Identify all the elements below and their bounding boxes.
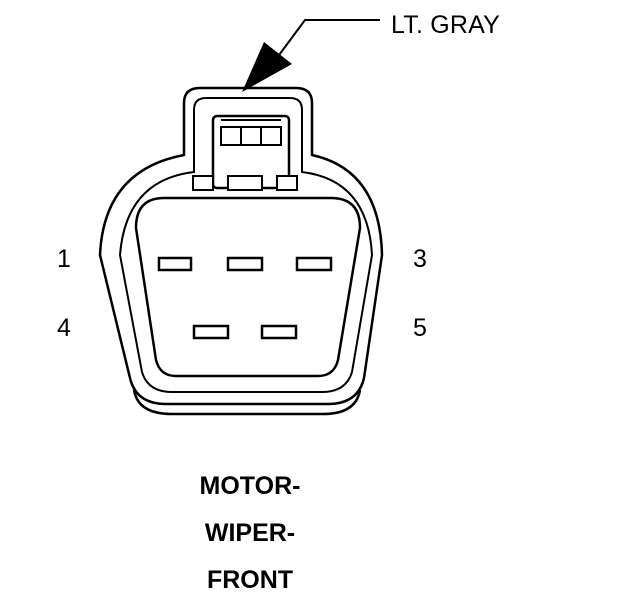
latch-tab-center <box>227 175 263 191</box>
pin-label-4: 4 <box>57 314 71 342</box>
latch-tab-left <box>192 175 214 191</box>
callout-arrowhead <box>242 42 292 92</box>
connector-outer-shell <box>98 86 384 406</box>
pin-label-5: 5 <box>413 314 427 342</box>
caption-line-3: FRONT <box>206 566 294 594</box>
terminal-cavity-4 <box>192 324 230 340</box>
pin-label-1: 1 <box>57 245 71 273</box>
terminal-cavity-2 <box>226 256 264 272</box>
connector-inner-shell <box>118 97 374 393</box>
color-callout-label: LT. GRAY <box>391 11 501 39</box>
caption-line-2: WIPER- <box>204 519 296 547</box>
terminal-cavity-1 <box>157 256 193 272</box>
latch-grip <box>220 119 282 146</box>
latch-tab-right <box>276 175 298 191</box>
connector-face <box>134 196 362 378</box>
terminal-cavity-5 <box>260 324 298 340</box>
terminal-cavity-3 <box>295 256 333 272</box>
caption-line-1: MOTOR- <box>199 472 301 500</box>
pin-label-3: 3 <box>413 245 427 273</box>
connector-base-outline <box>132 389 362 416</box>
